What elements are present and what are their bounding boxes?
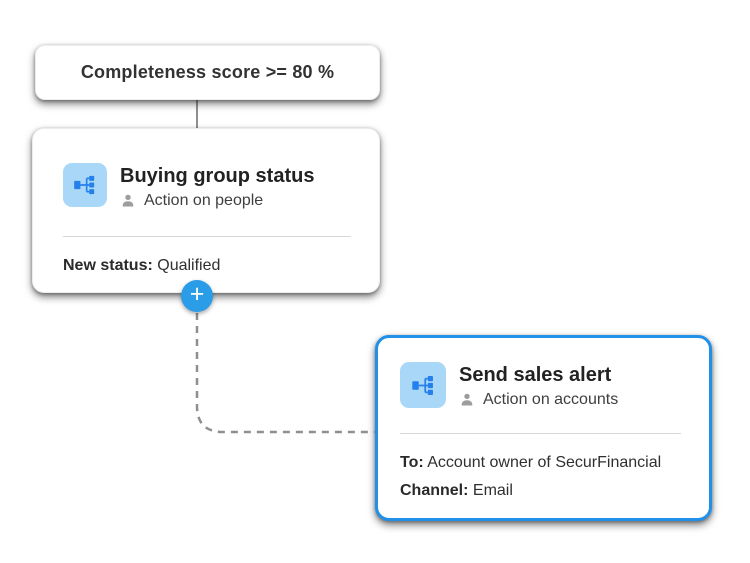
node-titles: Buying group status Action on people: [120, 163, 314, 211]
divider: [63, 236, 351, 237]
detail-to-line: To: Account owner of SecurFinancial: [400, 449, 681, 477]
node-detail-status: New status: Qualified: [63, 252, 351, 280]
sales-alert-node[interactable]: Send sales alert Action on accounts To: …: [375, 335, 712, 521]
node-title: Send sales alert: [459, 364, 612, 386]
add-node-button[interactable]: +: [181, 280, 213, 312]
node-subtitle-label: Action on people: [144, 192, 264, 209]
person-icon: [120, 193, 136, 209]
divider: [400, 433, 681, 434]
node-titles: Send sales alert Action on accounts: [459, 362, 618, 410]
condition-node[interactable]: Completeness score >= 80 %: [35, 45, 380, 100]
hierarchy-icon: [63, 163, 107, 207]
to-label: To:: [400, 454, 424, 471]
detail-value: Qualified: [157, 257, 221, 274]
hierarchy-icon: [400, 362, 446, 408]
condition-label: Completeness score >= 80 %: [80, 62, 335, 82]
detail-channel-line: Channel: Email: [400, 477, 681, 505]
channel-label: Channel:: [400, 482, 469, 499]
connector-condition-to-buying-group: [196, 99, 198, 130]
person-icon: [459, 392, 475, 408]
node-header: Buying group status Action on people: [63, 163, 351, 211]
plus-icon: +: [189, 280, 205, 308]
channel-value: Email: [472, 482, 513, 499]
node-header: Send sales alert Action on accounts: [400, 362, 681, 410]
node-subtitle: Action on people: [120, 191, 314, 211]
to-value: Account owner of SecurFinancial: [427, 454, 662, 471]
node-subtitle: Action on accounts: [459, 390, 618, 410]
buying-group-node[interactable]: Buying group status Action on people New…: [32, 128, 380, 293]
node-detail-recipient: To: Account owner of SecurFinancial Chan…: [400, 449, 681, 505]
detail-label: New status:: [63, 257, 153, 274]
node-title: Buying group status: [120, 165, 315, 187]
node-subtitle-label: Action on accounts: [483, 391, 619, 408]
